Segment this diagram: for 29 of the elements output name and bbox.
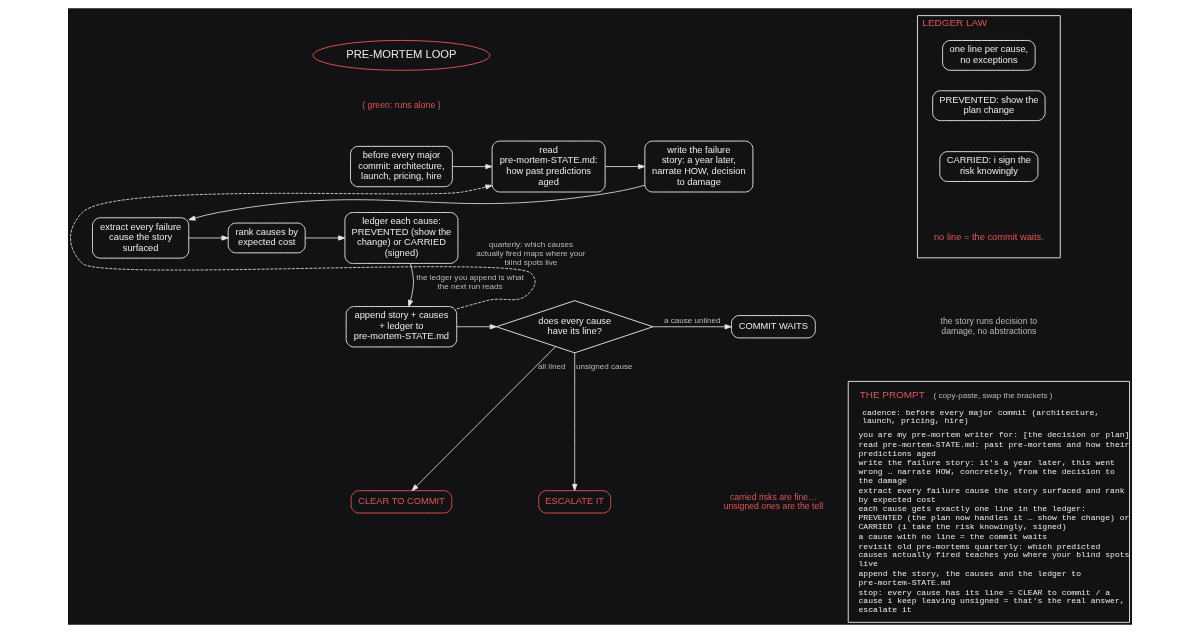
arrow [70,184,536,310]
arrow [188,235,229,241]
node-box: CLEAR TO COMMIT [350,490,453,514]
node-box: before every major commit: architecture, launch, pricing, hire [350,145,453,188]
node-box: one line per cause, no exceptions [942,40,1036,71]
arrow [411,346,556,492]
node-box: COMMIT WAITS [731,315,816,339]
node-diamond: does every cause have its line? [496,300,654,354]
node-box: PREVENTED: show the plan change [932,90,1046,122]
node-box: ledger each cause: PREVENTED (show the change) or CARRIED (signed) [344,212,459,264]
node-box: extract every failure cause the story surfaced [92,217,190,259]
node-box: rank causes by expected cost [227,222,306,254]
node-box: read pre-mortem-STATE.md: how past predictions aged [491,140,606,193]
label: carried risks are fine… unsigned ones are the tell [723,491,824,511]
node-box: ESCALATE IT [538,490,612,514]
arrow [652,324,732,330]
node-box: append story + causes + ledger to pre-mortem-STATE.md [345,306,458,348]
arrow [456,324,497,330]
node-ellipse: PRE-MORTEM LOOP [312,39,491,71]
node-box: write the failure story: a year later, narrate HOW, decision to damage [644,140,754,193]
arrow [408,263,414,307]
arrow [452,163,493,170]
node-box: CARRIED: i sign the risk knowingly [939,151,1039,182]
node-label: ( green: runs alone ) [362,99,441,110]
arrow [188,184,646,221]
arrow [572,352,578,491]
arrow [305,235,346,241]
arrow [604,163,646,170]
label: the story runs decision to damage, no abstractions [940,316,1038,336]
